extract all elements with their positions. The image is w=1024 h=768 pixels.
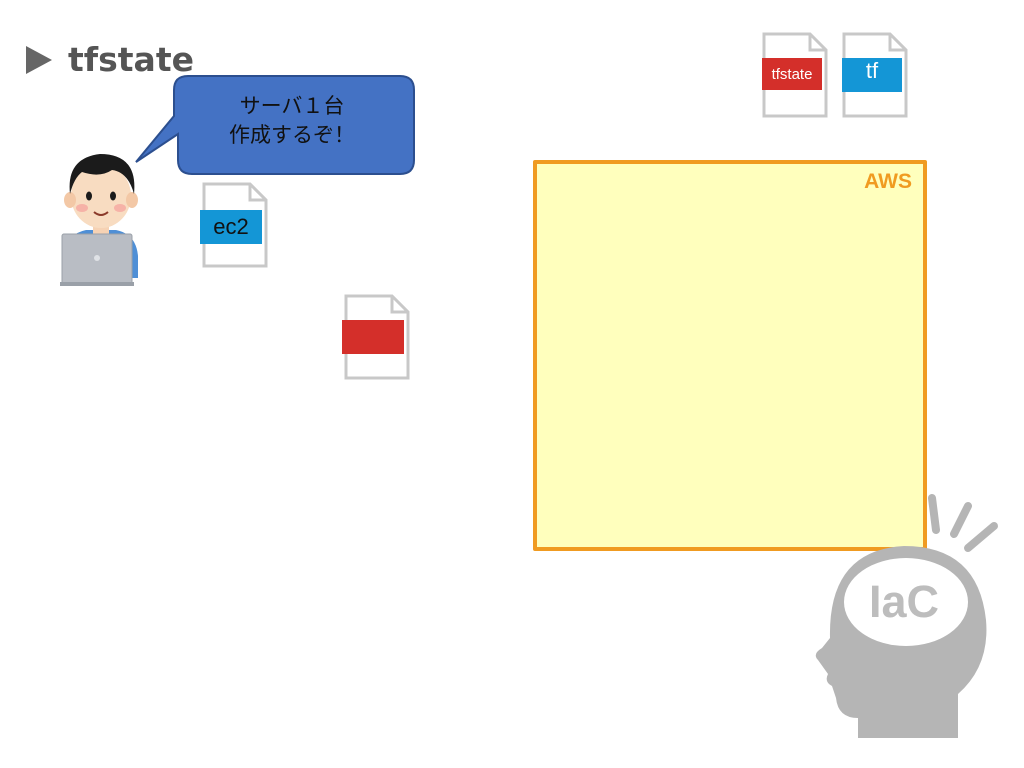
- play-arrow-icon: [26, 46, 52, 74]
- speech-bubble: [135, 75, 415, 175]
- aws-label: AWS: [864, 170, 912, 193]
- tfstate-file-band: [762, 58, 822, 90]
- ec2-file-label: ec2: [213, 214, 249, 239]
- page-title: tfstate: [68, 40, 194, 79]
- aws-region-box: [533, 160, 927, 551]
- ec2-file-band: [200, 210, 262, 244]
- tf-file-band: [842, 58, 902, 92]
- tf-file-label: tf: [865, 58, 879, 83]
- person-with-laptop-illustration: [60, 154, 138, 286]
- iac-label: IaC: [868, 576, 940, 627]
- thinking-head-icon: [815, 494, 998, 738]
- tfstate-file-label: tfstate: [771, 65, 813, 83]
- speech-line-2: 作成するぞ！: [229, 123, 355, 147]
- speech-bubble-text: サーバ１台 作成するぞ！: [172, 92, 412, 150]
- red-file-band: [342, 320, 404, 354]
- speech-line-1: サーバ１台: [239, 94, 345, 118]
